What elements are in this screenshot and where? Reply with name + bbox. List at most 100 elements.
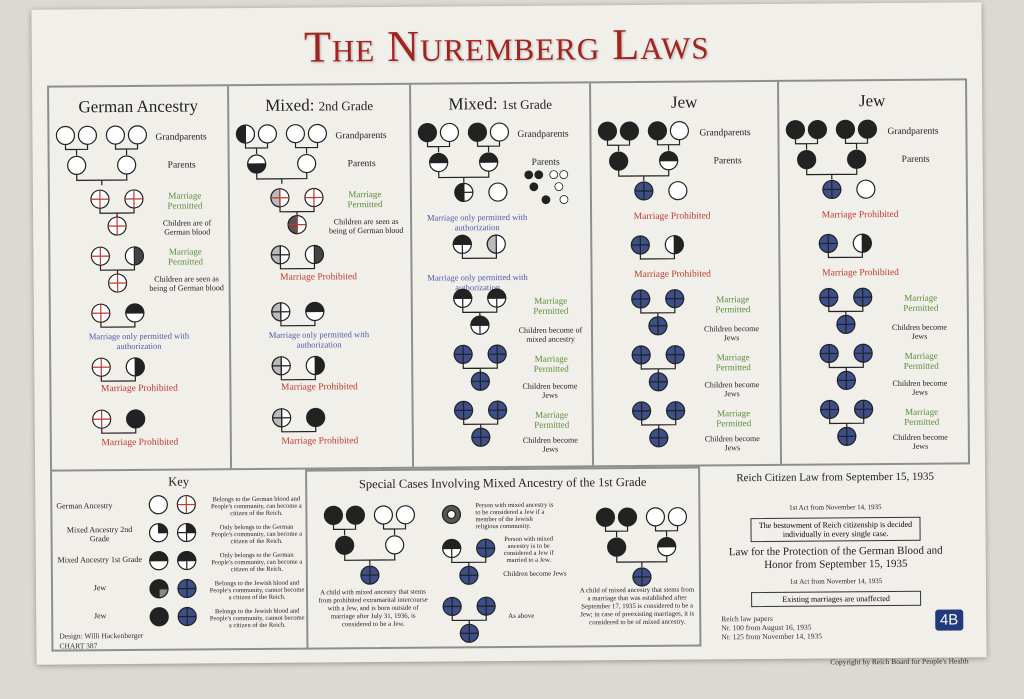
special-pedigree-3 (595, 507, 688, 587)
marriage-prohibited: Marriage Prohibited (101, 437, 179, 449)
column-title: Jew (670, 92, 698, 112)
children-note: Children are seen as being of German blo… (149, 274, 224, 293)
children-note: Children are of German blood (162, 218, 212, 237)
key-label: Jew (93, 611, 107, 621)
reich-act-2: 1st Act from November 14, 1935 (789, 577, 883, 586)
marriage-authorization: Marriage only permitted with authorizati… (426, 211, 528, 233)
marriage-authorization: Marriage only permitted with authorizati… (88, 330, 190, 352)
special-case-2a: Person with mixed ancestry is to be cons… (475, 501, 554, 531)
special-pedigree-1 (323, 505, 416, 585)
key-section: Key German Ancestry Mixed Ancestry 2nd G… (50, 469, 307, 652)
column-mixed-1st: Mixed: 1st Grade Grandparents Parents (411, 83, 595, 467)
marriage-prohibited: Marriage Prohibited (821, 209, 899, 221)
marriage-permitted: Marriage Permitted (533, 295, 569, 316)
grandparents-label: Grandparents (517, 129, 569, 140)
poster-title: The Nuremberg Laws (303, 19, 710, 72)
children-note: Children are seen as being of German blo… (328, 216, 404, 236)
special-case-1: A child with mixed ancestry that stems f… (318, 588, 428, 629)
children-note: Children become Jews (892, 432, 948, 451)
chart-badge: 4B (934, 609, 964, 631)
pedigree-mixed-2nd-marriages (270, 187, 326, 433)
parents-label: Parents (347, 159, 376, 170)
parents-label: Parents (531, 157, 560, 168)
column-title: Mixed: 1st Grade (448, 94, 553, 114)
special-pedigree-2 (441, 504, 496, 643)
children-note: Children become Jews (522, 435, 578, 454)
grandparents-label: Grandparents (887, 126, 939, 138)
parents-label: Parents (167, 160, 196, 171)
marriage-permitted: Marriage Permitted (534, 409, 570, 430)
reich-box-1: The bestowment of Reich citizenship is d… (750, 516, 921, 543)
chart-number: CHART 387 (59, 641, 98, 651)
marriage-prohibited: Marriage Prohibited (281, 436, 359, 447)
special-case-2d: As above (508, 611, 535, 621)
grandparents-label: Grandparents (699, 128, 751, 139)
children-note: Children become Jews (704, 434, 760, 453)
marriage-permitted: Marriage Permitted (904, 406, 940, 427)
children-note: Children become Jews (704, 380, 760, 399)
key-label: Mixed Ancestry 1st Grade (57, 554, 142, 565)
column-mixed-2nd: Mixed: 2nd Grade Grandparents Parents Ma… (229, 84, 415, 469)
pedigree-jew-a-marriages (630, 235, 686, 448)
special-case-2b: Person with mixed ancestry is to be cons… (503, 535, 554, 565)
key-label: Mixed Ancestry 2nd Grade (66, 524, 133, 544)
key-symbols (148, 494, 197, 627)
pedigree-jew-a (597, 121, 690, 201)
key-title: Key (168, 474, 190, 489)
column-jew-a: Jew Grandparents Parents Marriage Prohib… (591, 81, 783, 466)
pedigree-mixed-1st-marriages (452, 234, 508, 447)
mini-pedigree (524, 170, 569, 205)
marriage-prohibited: Marriage Prohibited (633, 211, 711, 223)
reich-title-2: Law for the Protection of the German Blo… (728, 544, 943, 572)
marriage-permitted: Marriage Permitted (715, 352, 751, 373)
special-case-2c: Children become Jews (503, 569, 567, 579)
marriage-permitted: Marriage Permitted (903, 350, 939, 371)
key-desc: Only belongs to the German People's comm… (211, 551, 303, 574)
special-cases-section: Special Cases Involving Mixed Ancestry o… (305, 466, 702, 650)
key-desc: Belongs to the German blood and People's… (210, 495, 302, 518)
special-case-3: A child of mixed ancestry that stems fro… (579, 586, 695, 627)
marriage-permitted: Marriage Permitted (533, 353, 569, 374)
column-title: Jew (858, 91, 886, 111)
key-desc: Only belongs to the German People's comm… (211, 523, 303, 546)
column-jew-b: Jew Grandparents Parents Marriage Prohib… (779, 80, 968, 463)
marriage-permitted: Marriage Permitted (716, 408, 752, 429)
marriage-permitted: Marriage Permitted (347, 188, 383, 210)
pedigree-jew-b (785, 119, 878, 200)
grandparents-label: Grandparents (155, 132, 207, 143)
column-title: German Ancestry (78, 96, 198, 117)
column-title: Mixed: 2nd Grade (265, 95, 374, 115)
marriage-permitted: Marriage Permitted (167, 246, 203, 267)
parents-label: Parents (901, 154, 930, 165)
reich-box-2: Existing marriages are unaffected (751, 590, 922, 608)
key-desc: Belongs to the Jewish blood and People's… (209, 607, 305, 630)
poster: The Nuremberg Laws German Ancestry Grand… (31, 2, 987, 667)
ancestry-grid: German Ancestry Grandparents Parents (47, 78, 971, 472)
special-title: Special Cases Involving Mixed Ancestry o… (358, 474, 647, 492)
reich-law-section: Reich Citizen Law from September 15, 193… (700, 464, 971, 646)
copyright: Copyright by Reich Board for People's He… (830, 656, 969, 667)
pedigree-jew-b-marriages (818, 233, 874, 446)
reich-title-1: Reich Citizen Law from September 15, 193… (736, 470, 935, 485)
parents-label: Parents (713, 156, 742, 167)
pedigree-mixed-1st (417, 122, 510, 202)
reich-papers: Reich law papers (721, 613, 773, 624)
children-note: Children become Jews (522, 381, 578, 400)
pedigree-german (55, 125, 148, 186)
column-german: German Ancestry Grandparents Parents (49, 86, 233, 470)
reich-act-1: 1st Act from November 14, 1935 (789, 503, 882, 512)
children-note: Children become Jews (891, 322, 947, 341)
marriage-prohibited: Marriage Prohibited (100, 383, 178, 395)
children-note: Children become of mixed ancestry (518, 325, 583, 344)
reich-paper-2: Nr. 125 from November 14, 1935 (721, 631, 823, 642)
marriage-permitted: Marriage Permitted (903, 292, 939, 313)
grandparents-label: Grandparents (335, 130, 387, 142)
pedigree-german-marriages (90, 189, 146, 434)
marriage-permitted: Marriage Permitted (167, 190, 203, 211)
children-note: Children become Jews (892, 378, 948, 397)
children-note: Children become Jews (703, 324, 759, 343)
pedigree-mixed-2nd (235, 123, 328, 184)
marriage-permitted: Marriage Permitted (715, 294, 751, 315)
key-label: Jew (93, 583, 107, 593)
key-label: German Ancestry (56, 501, 113, 511)
